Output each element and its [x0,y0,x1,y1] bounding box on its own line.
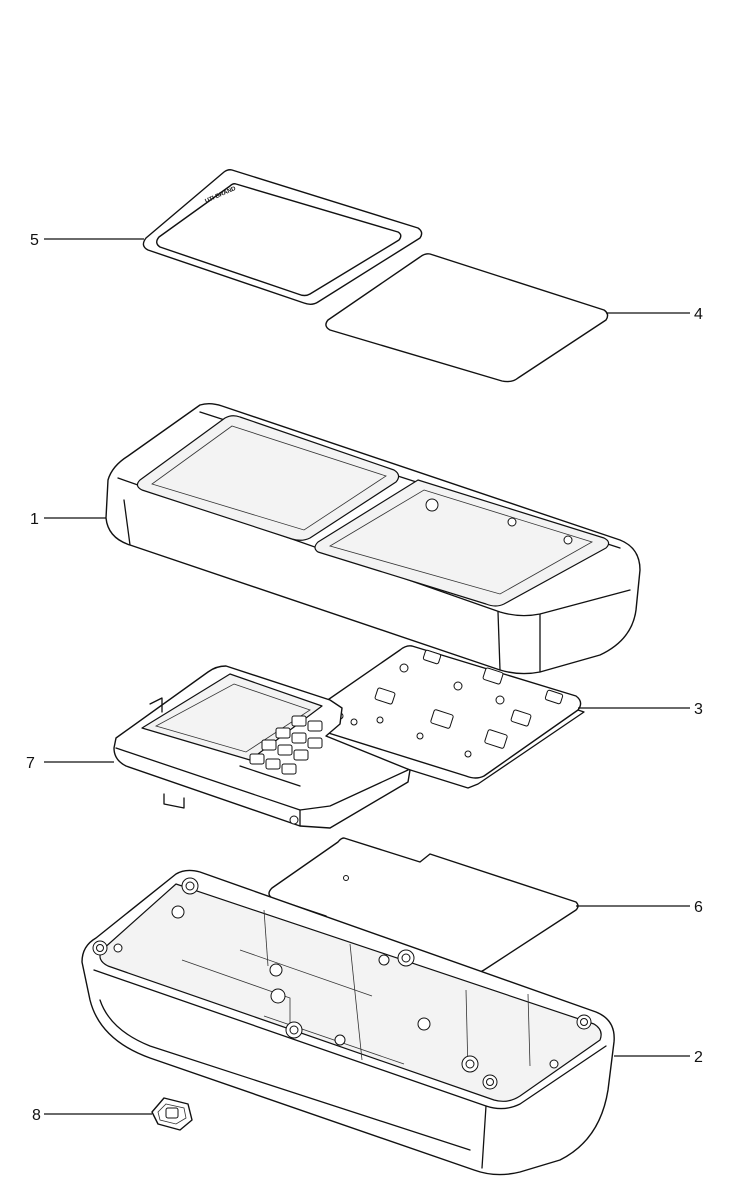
callout-label-2: 2 [694,1049,703,1066]
callout-label-5: 5 [30,232,39,249]
callout-labels: 5 4 1 3 7 6 2 8 [26,232,703,1124]
part-7-display-module [113,665,411,829]
part-8-button-cap [151,1097,193,1131]
callout-label-6: 6 [694,899,703,916]
leader-lines [44,238,690,1115]
part-2-bottom-housing [81,869,615,1176]
part-3-keypad-membrane [302,645,585,789]
part-4-screen-film [325,253,609,383]
module-button-grid [249,715,323,775]
part-1-top-housing [105,403,641,675]
callout-label-4: 4 [694,306,703,323]
callout-label-7: 7 [26,755,35,772]
callout-label-1: 1 [30,511,39,528]
callout-label-3: 3 [694,701,703,718]
callout-label-8: 8 [32,1107,41,1124]
part-5-window-frame: UTI BRAND [142,169,423,305]
